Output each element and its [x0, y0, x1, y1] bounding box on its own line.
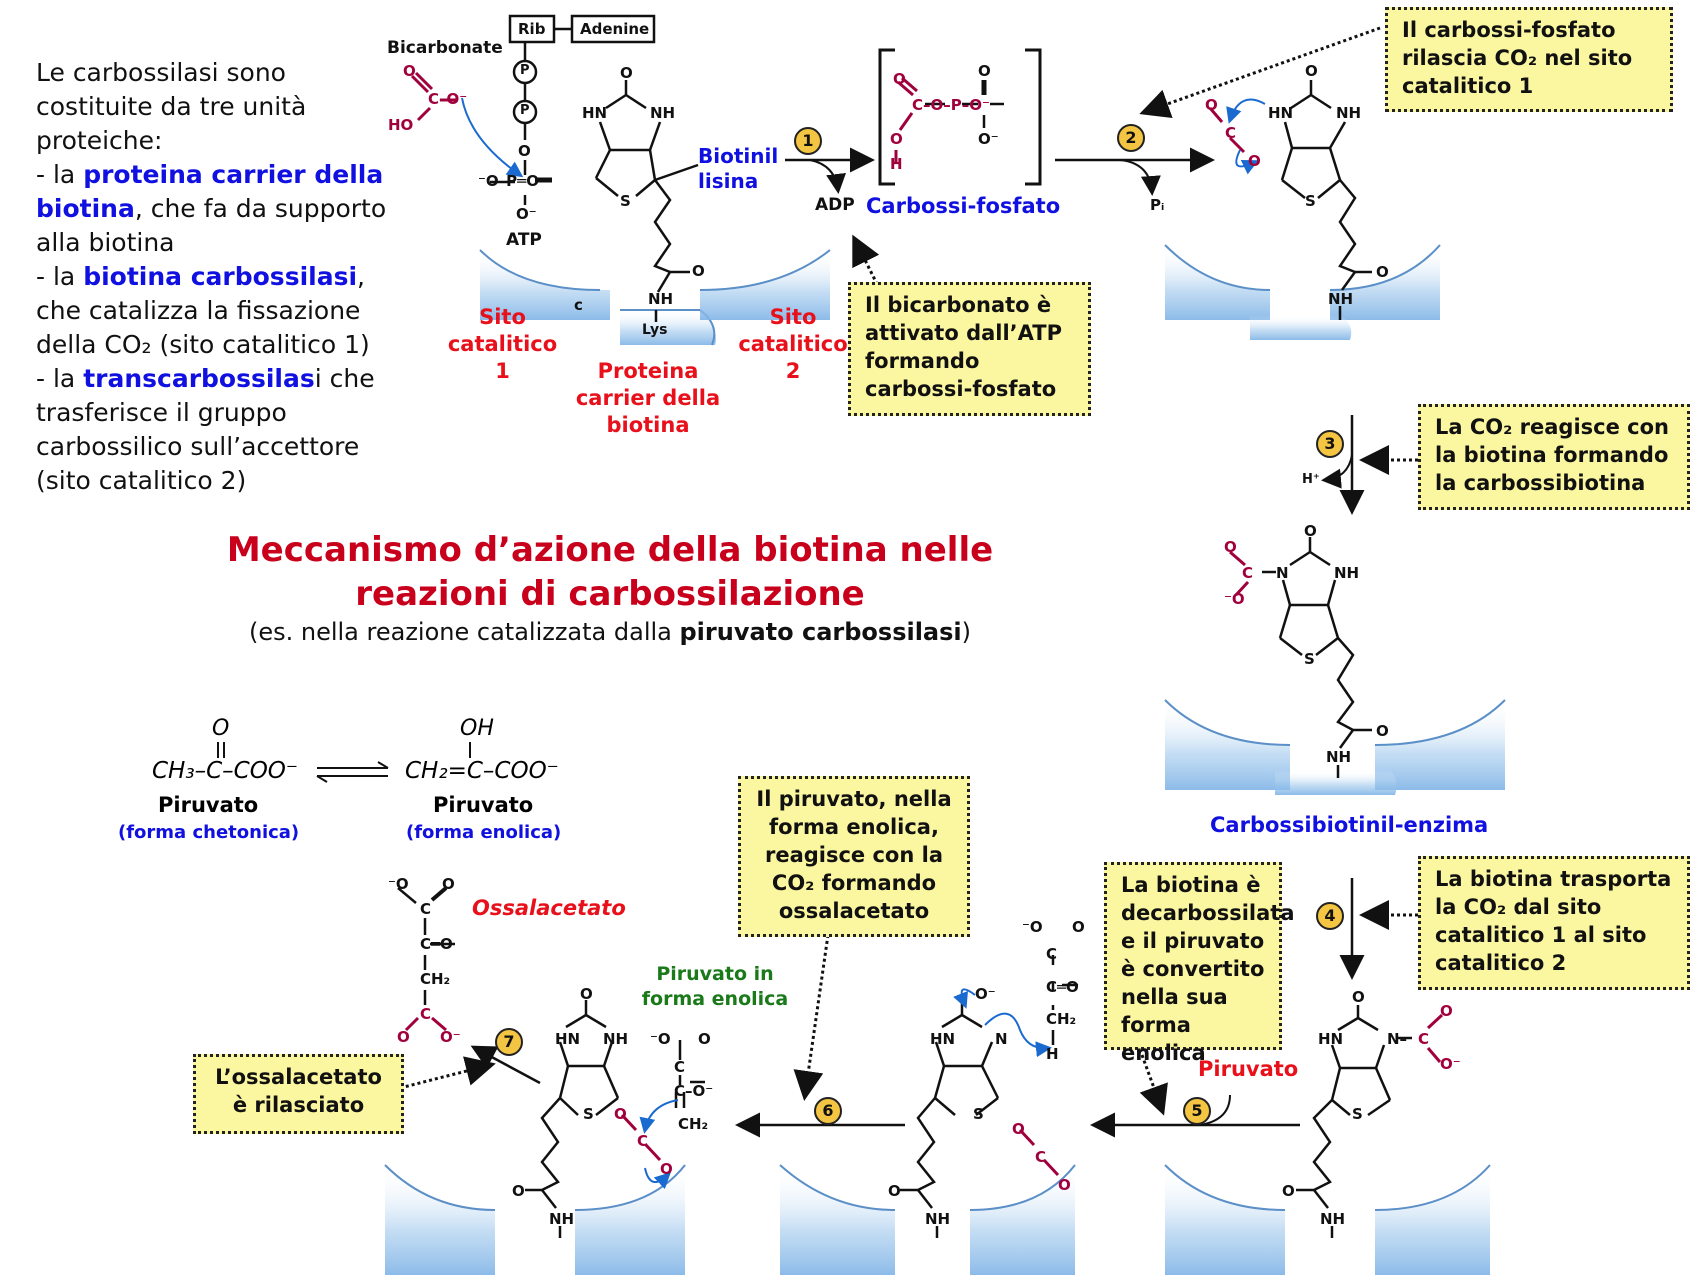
callout-5-pointer	[1139, 1054, 1168, 1116]
step-3-badge: 3	[1316, 430, 1344, 458]
callout-decarboxylation: La biotina è decarbossilata e il piruvat…	[1104, 862, 1295, 1065]
site-1-label: Sito catalitico 1	[447, 305, 558, 383]
highlight-carrier-protein: proteina carrier della biotina	[36, 160, 384, 223]
piruvato-label: Piruvato	[1198, 1057, 1299, 1081]
pyruvate-entry-arrow	[1199, 1094, 1231, 1126]
ribose-label: Rib	[518, 20, 546, 38]
phosphate-label: P	[520, 103, 530, 118]
step-6-badge: 6	[814, 1097, 842, 1125]
enol-form-label: (forma enolica)	[406, 822, 562, 843]
carbossibiotinil-enzima-label: Carbossibiotinil-enzima	[1210, 813, 1489, 837]
callout-co2-release: Il carbossi-fosfato rilascia CO₂ nel sit…	[1385, 7, 1673, 112]
electron-arrow	[1235, 149, 1259, 175]
intro-paragraph: Le carbossilasi sono costituite da tre u…	[36, 58, 387, 495]
biotin-structure-bottom-right	[1296, 1005, 1412, 1238]
co2-molecule-1	[1208, 107, 1246, 154]
co2-molecule-2	[1018, 1128, 1060, 1177]
enzyme-pocket-right-middle	[1164, 699, 1506, 795]
keto-formula: CH₃–C–COO⁻	[152, 758, 299, 784]
step-1-badge: 1	[794, 127, 822, 155]
piruvato-enolico-label: Piruvato in forma enolica	[641, 963, 789, 1010]
enzyme-pocket-top-right	[1164, 244, 1441, 340]
pyruvate-bonds	[217, 742, 471, 758]
adenine-label: Adenine	[580, 20, 650, 38]
electron-arrow	[984, 1012, 1052, 1058]
h-release-arrow	[1321, 454, 1353, 489]
c-label: c	[574, 296, 583, 314]
phosphate-bonds	[925, 80, 1004, 128]
carbossi-fosfato-label: Carbossi-fosfato	[866, 194, 1061, 218]
step-2-badge: 2	[1117, 124, 1145, 152]
callout-carboxybiotin: La CO₂ reagisce con la biotina formando …	[1418, 404, 1690, 510]
callout-oxaloacetate-release: L’ossalacetato è rilasciato	[193, 1054, 404, 1134]
callout-pyruvate-reaction: Il piruvato, nella forma enolica, reagis…	[738, 776, 970, 937]
keto-name: Piruvato	[158, 793, 259, 817]
title-line-2: reazioni di carbossilazione	[355, 574, 865, 614]
callout-6-pointer	[793, 934, 830, 1101]
carbossi-fosfato-structure	[894, 76, 918, 162]
biotin-enolate-structure	[900, 955, 1078, 1238]
page-title: Meccanismo d’azione della biotina nelle …	[180, 528, 1040, 616]
biotinil-lisina-label: Biotinil lisina	[698, 144, 779, 193]
bicarbonate-structure	[410, 71, 458, 122]
biotin-structure-1	[594, 80, 699, 322]
electron-arrow	[461, 97, 524, 178]
carrier-protein-label: Proteina carrier della biotina	[575, 359, 721, 437]
step-7-arrow	[470, 1045, 541, 1085]
callout-biotin-transport: La biotina trasporta la CO₂ dal sito cat…	[1418, 856, 1690, 990]
h-plus-label: H⁺	[1302, 472, 1320, 487]
biotin-structure-bottom-left	[525, 1000, 705, 1238]
highlight-transcarboxylase: transcarbossilas	[83, 364, 315, 393]
site-2-label: Sito catalitico 2	[738, 305, 848, 383]
phosphate-label: P	[520, 63, 530, 78]
electron-arrow	[639, 1099, 679, 1134]
pi-label: Pᵢ	[1150, 196, 1165, 214]
enol-hydroxyl: OH	[460, 716, 494, 741]
step-4-badge: 4	[1316, 902, 1344, 930]
carboxyl-group-bottom-right	[1426, 1013, 1444, 1063]
callout-2-pointer	[1139, 26, 1381, 119]
keto-oxygen: O	[212, 716, 230, 741]
co2-molecule-3	[620, 1113, 662, 1162]
lys-label: Lys	[642, 322, 668, 338]
callout-bicarbonate-activation: Il bicarbonato è attivato dall’ATP forma…	[848, 282, 1091, 416]
bicarbonate-label: Bicarbonate	[387, 38, 503, 58]
carboxybiotin-structure	[1262, 537, 1372, 778]
electron-arrow	[644, 1167, 671, 1190]
keto-form-label: (forma chetonica)	[118, 822, 300, 843]
carboxyl-group	[1229, 550, 1250, 597]
adp-label: ADP	[815, 195, 855, 215]
step-5-badge: 5	[1183, 1097, 1211, 1125]
enol-name: Piruvato	[433, 793, 534, 817]
intro-line: Le carbossilasi sono costituite da tre u…	[36, 58, 307, 155]
equilibrium-arrows	[316, 761, 389, 783]
title-line-1: Meccanismo d’azione della biotina nelle	[226, 530, 994, 570]
callout-7-pointer	[399, 1056, 496, 1090]
pi-release-arrow	[1119, 159, 1161, 196]
oxaloacetate-structure	[397, 886, 455, 1005]
ossalacetato-label: Ossalacetato	[472, 896, 626, 920]
electron-arrow	[1226, 98, 1266, 124]
intermediate-brackets	[878, 48, 1042, 186]
subtitle-enzyme: piruvato carbossilasi	[679, 618, 962, 646]
page-subtitle: (es. nella reazione catalizzata dalla pi…	[248, 618, 972, 646]
enzyme-pocket-bottom	[384, 1164, 1491, 1275]
enzyme-pocket-top-left	[479, 249, 831, 346]
highlight-biotin-carboxylase: biotina carbossilasi	[83, 262, 358, 291]
atp-structure	[490, 14, 656, 205]
adp-release-arrow	[809, 159, 847, 194]
enol-formula: CH₂=C–COO⁻	[405, 758, 559, 784]
step-7-badge: 7	[495, 1028, 523, 1056]
biotin-structure-2	[1280, 80, 1372, 320]
electron-arrow	[953, 988, 976, 1009]
oxaloacetate-carboxyl	[404, 1016, 447, 1032]
atp-label: ATP	[506, 230, 542, 250]
